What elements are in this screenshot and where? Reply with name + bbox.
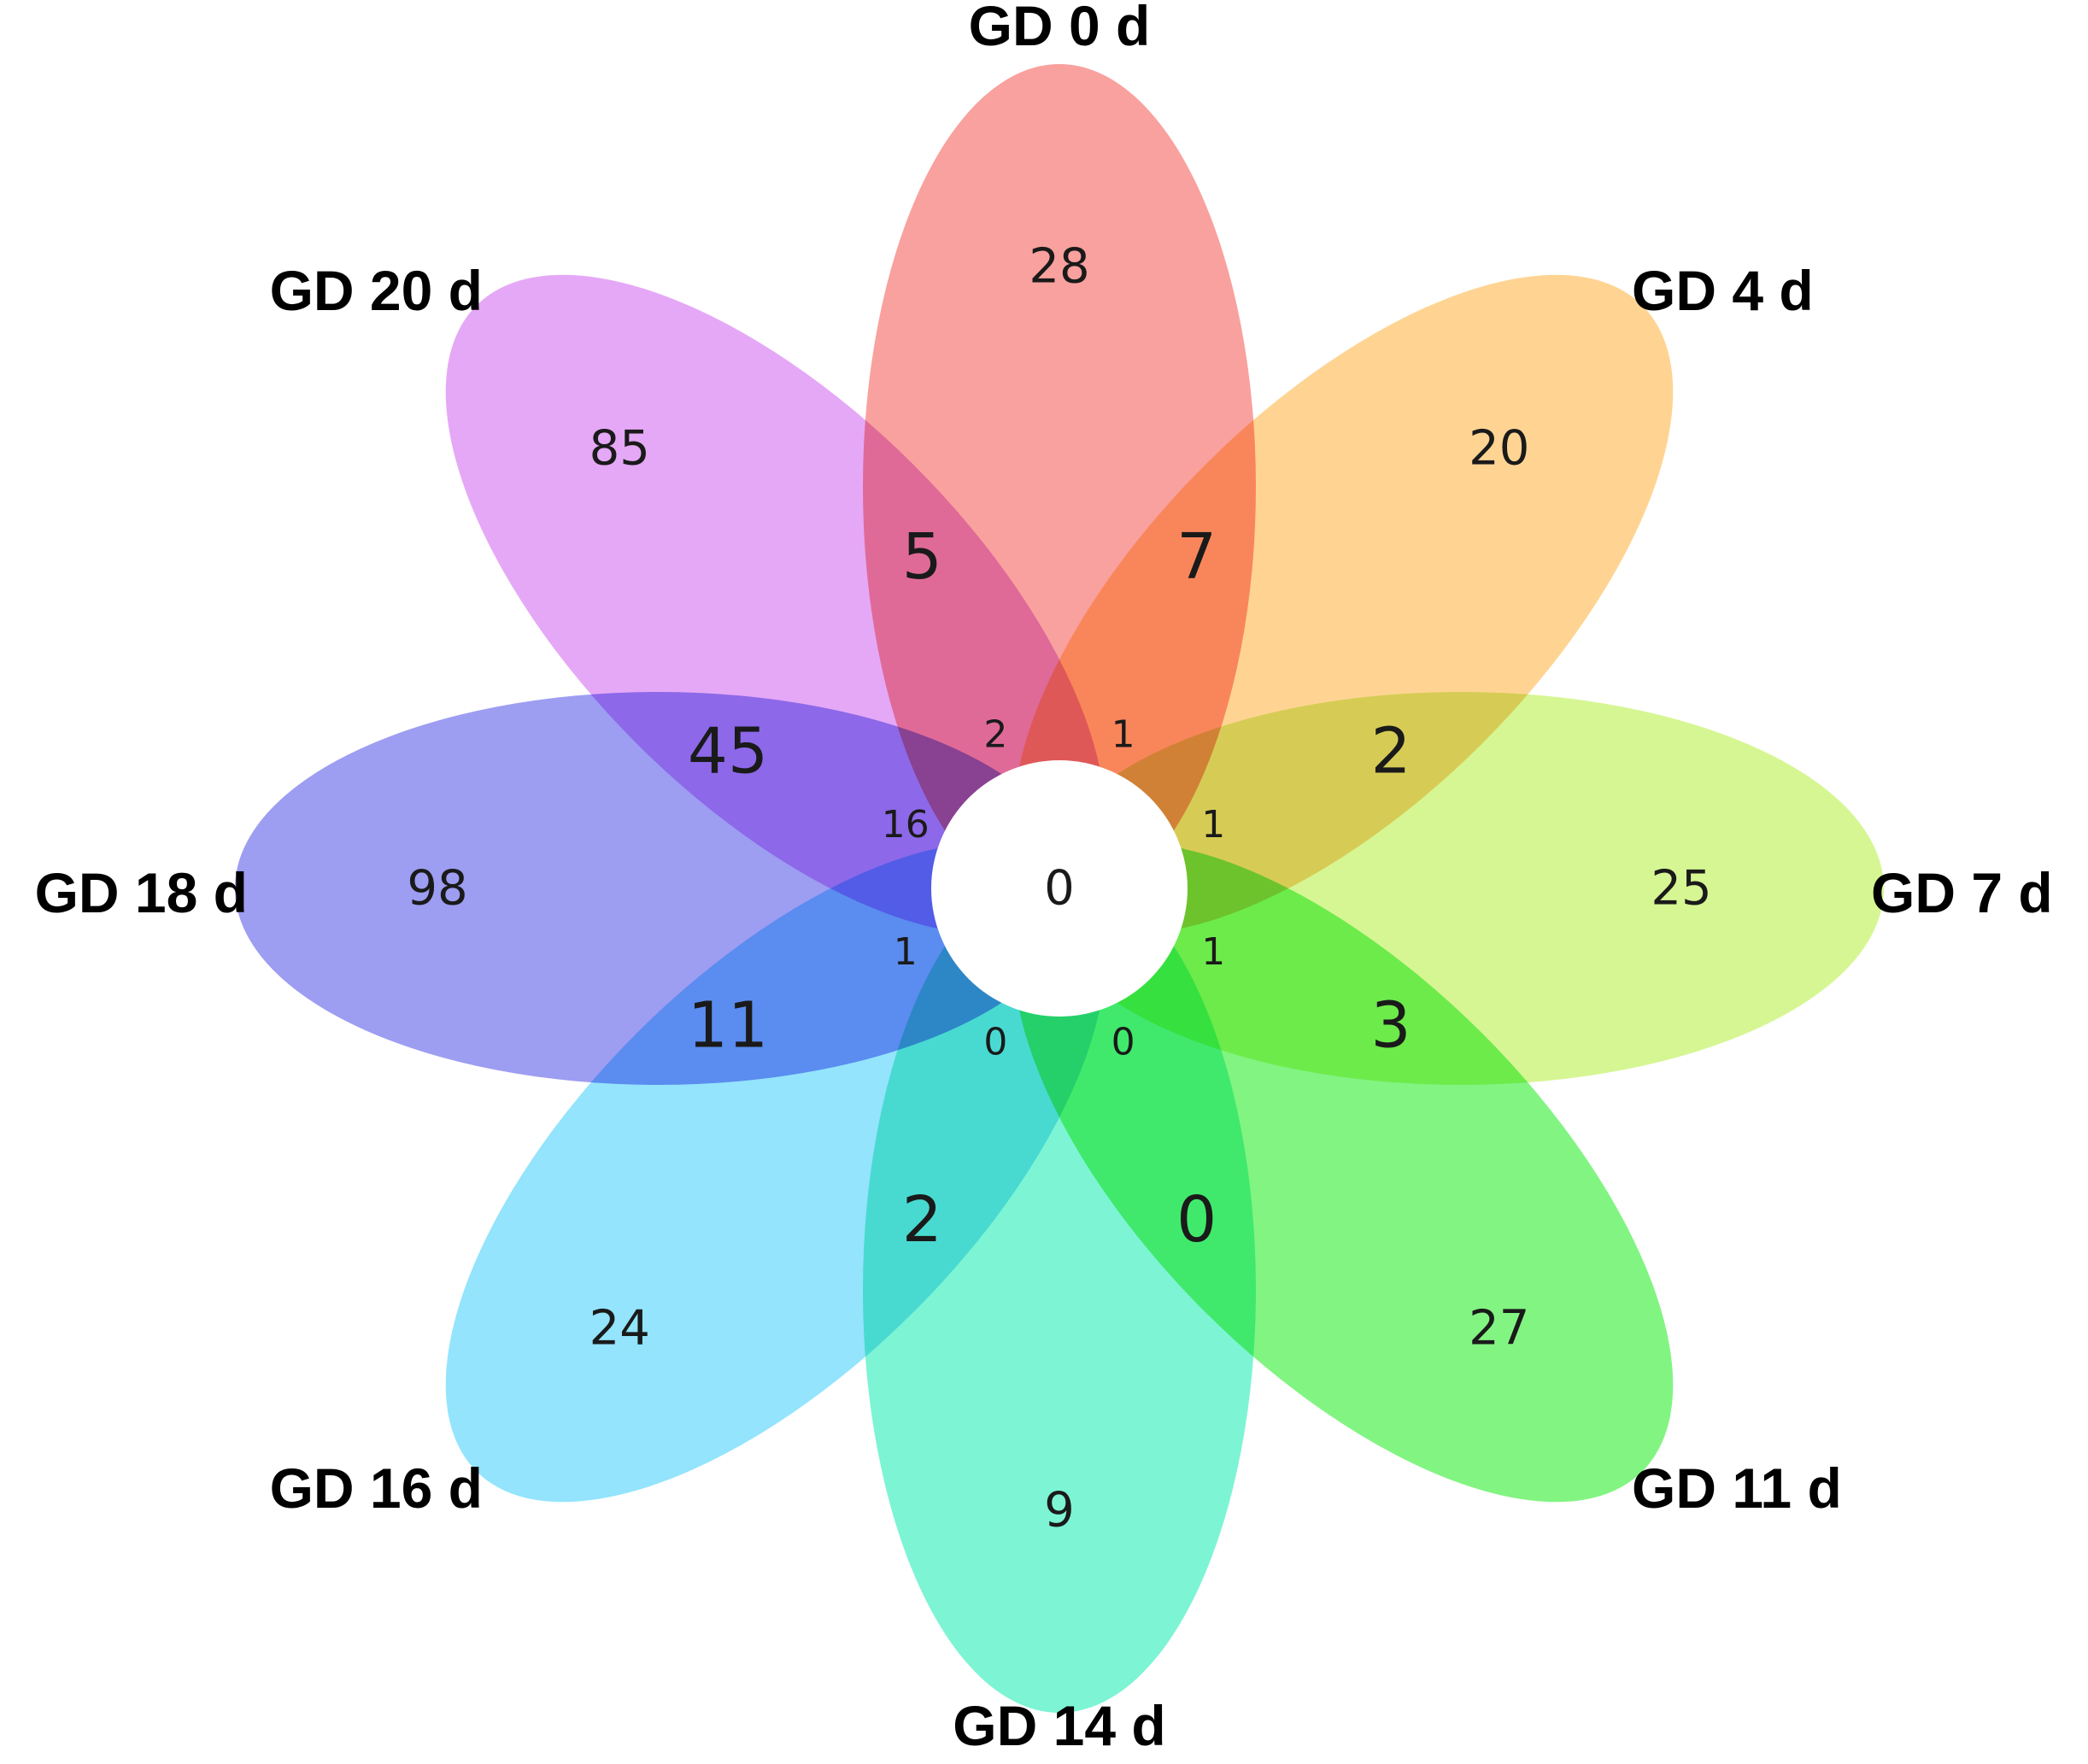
inner-overlap-count: 0	[1111, 1021, 1135, 1064]
inner-overlap-count: 16	[882, 803, 930, 847]
set-label-gd-4-d: GD 4 d	[1632, 259, 1814, 322]
set-label-gd-16-d: GD 16 d	[270, 1456, 483, 1520]
set-label-gd-11-d: GD 11 d	[1632, 1456, 1842, 1520]
overlap-count: 2	[1370, 714, 1411, 788]
overlap-count: 0	[1176, 1183, 1217, 1257]
inner-overlap-count: 1	[1201, 803, 1225, 847]
unique-count-gd-11-d: 27	[1469, 1300, 1529, 1356]
inner-overlap-count: 1	[1201, 930, 1225, 974]
inner-overlap-count: 1	[1111, 712, 1135, 756]
set-label-gd-14-d: GD 14 d	[953, 1694, 1165, 1757]
inner-overlap-count: 0	[983, 1021, 1007, 1064]
inner-overlap-count: 1	[894, 930, 918, 974]
center-circle	[931, 760, 1188, 1017]
unique-count-gd-20-d: 85	[589, 421, 650, 477]
set-label-gd-18-d: GD 18 d	[35, 861, 248, 924]
unique-count-gd-14-d: 9	[1044, 1483, 1075, 1538]
unique-count-gd-18-d: 98	[407, 861, 467, 917]
overlap-count: 2	[902, 1183, 942, 1257]
overlap-count: 45	[688, 714, 768, 788]
overlap-count: 11	[688, 989, 768, 1063]
overlap-count: 5	[902, 520, 942, 594]
petal-gd-20-d	[445, 274, 1106, 935]
unique-count-gd-4-d: 20	[1469, 421, 1529, 477]
overlap-count: 3	[1370, 989, 1411, 1063]
overlap-count: 7	[1176, 520, 1217, 594]
core-count: 0	[1044, 861, 1075, 917]
unique-count-gd-16-d: 24	[589, 1300, 650, 1356]
set-label-gd-0-d: GD 0 d	[969, 0, 1151, 57]
inner-overlap-count: 2	[983, 712, 1007, 756]
unique-count-gd-7-d: 25	[1651, 861, 1711, 917]
petals	[235, 64, 1884, 1713]
unique-count-gd-0-d: 28	[1029, 239, 1089, 295]
set-label-gd-20-d: GD 20 d	[270, 259, 483, 322]
set-label-gd-7-d: GD 7 d	[1871, 861, 2053, 924]
